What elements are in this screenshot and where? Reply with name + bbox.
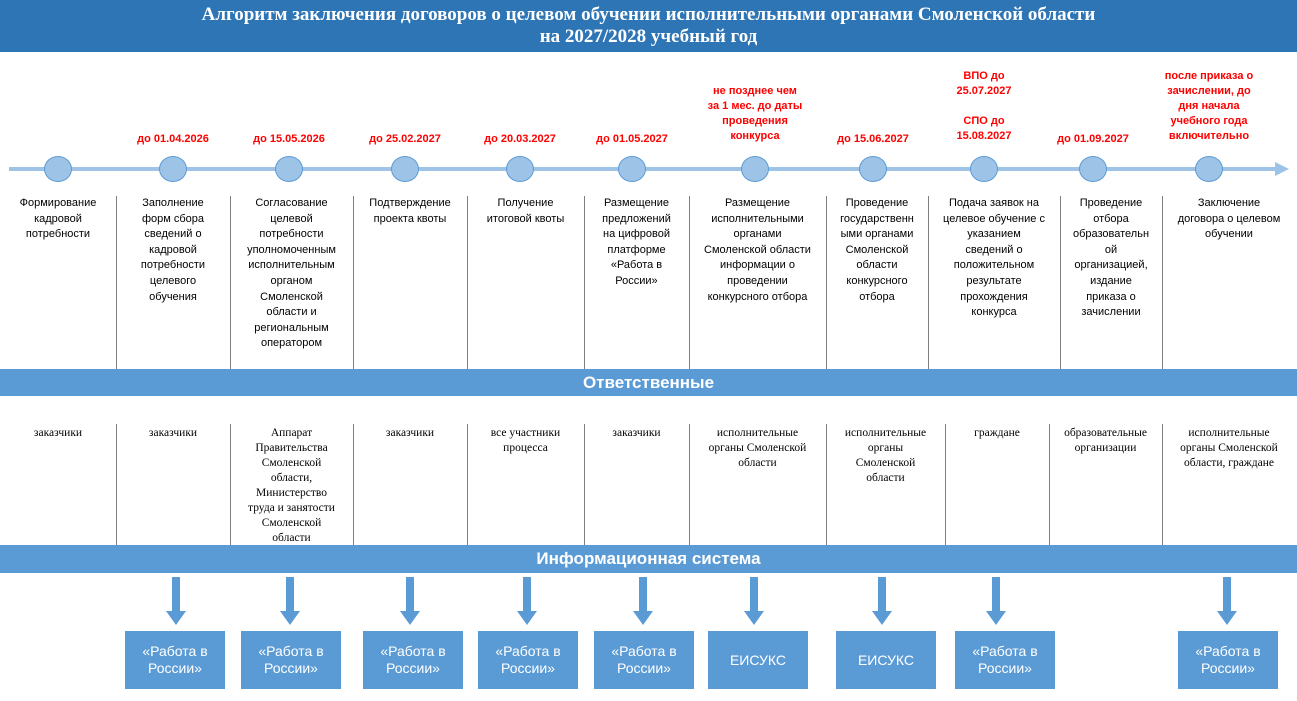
deadline-step-2: до 01.04.2026: [137, 133, 209, 145]
system-box-eisuks: ЕИСУКС: [708, 631, 808, 689]
timeline-node-11: [1195, 156, 1223, 182]
timeline-arrowhead: [1275, 162, 1289, 176]
deadline-step-9: ВПО до 25.07.2027 СПО до 15.08.2027: [956, 70, 1012, 142]
column-divider: [116, 196, 117, 369]
information-system-band: Информационная система: [0, 545, 1297, 573]
column-divider: [1049, 424, 1050, 545]
timeline-node-6: [618, 156, 646, 182]
deadline-step-4: до 25.02.2027: [369, 133, 441, 145]
column-divider: [1162, 424, 1163, 545]
down-arrow-icon: [744, 577, 764, 625]
responsible-6: заказчики: [612, 427, 661, 439]
timeline-node-2: [159, 156, 187, 182]
deadline-step-7: не позднее чем за 1 мес. до даты проведе…: [707, 85, 803, 142]
down-arrow-icon: [986, 577, 1006, 625]
title-line-1: Алгоритм заключения договоров о целевом …: [201, 4, 1096, 25]
timeline-node-10: [1079, 156, 1107, 182]
timeline-node-5: [506, 156, 534, 182]
column-divider: [826, 424, 827, 545]
timeline-node-8: [859, 156, 887, 182]
timeline-node-4: [391, 156, 419, 182]
deadline-step-8: до 15.06.2027: [837, 133, 909, 145]
column-divider: [353, 424, 354, 545]
down-arrow-icon: [166, 577, 186, 625]
deadline-step-11: после приказа о зачислении, до дня начал…: [1164, 70, 1254, 142]
column-divider: [1162, 196, 1163, 369]
down-arrow-icon: [400, 577, 420, 625]
column-divider: [353, 196, 354, 369]
down-arrow-icon: [872, 577, 892, 625]
down-arrow-icon: [517, 577, 537, 625]
timeline-node-9: [970, 156, 998, 182]
column-divider: [584, 424, 585, 545]
system-box-eisuks: ЕИСУКС: [836, 631, 936, 689]
responsible-band: Ответственные: [0, 369, 1297, 396]
column-divider: [928, 196, 929, 369]
column-divider: [467, 196, 468, 369]
responsible-2: заказчики: [148, 427, 198, 439]
column-divider: [230, 424, 231, 545]
timeline-node-3: [275, 156, 303, 182]
deadline-step-5: до 20.03.2027: [484, 133, 556, 145]
responsible-9: граждане: [974, 427, 1020, 439]
down-arrow-icon: [280, 577, 300, 625]
column-divider: [584, 196, 585, 369]
deadline-step-6: до 01.05.2027: [596, 133, 668, 145]
timeline-node-7: [741, 156, 769, 182]
diagram-title: Алгоритм заключения договоров о целевом …: [0, 0, 1297, 52]
title-line-2: на 2027/2028 учебный год: [539, 26, 758, 47]
deadline-step-10: до 01.09.2027: [1057, 133, 1129, 145]
down-arrow-icon: [1217, 577, 1237, 625]
timeline-node-1: [44, 156, 72, 182]
responsible-4: заказчики: [385, 427, 435, 439]
column-divider: [689, 196, 690, 369]
column-divider: [467, 424, 468, 545]
column-divider: [116, 424, 117, 545]
responsible-1: заказчики: [33, 427, 83, 439]
column-divider: [826, 196, 827, 369]
column-divider: [230, 196, 231, 369]
column-divider: [945, 424, 946, 545]
column-divider: [1060, 196, 1061, 369]
deadline-step-3: до 15.05.2026: [253, 133, 325, 145]
column-divider: [689, 424, 690, 545]
down-arrow-icon: [633, 577, 653, 625]
